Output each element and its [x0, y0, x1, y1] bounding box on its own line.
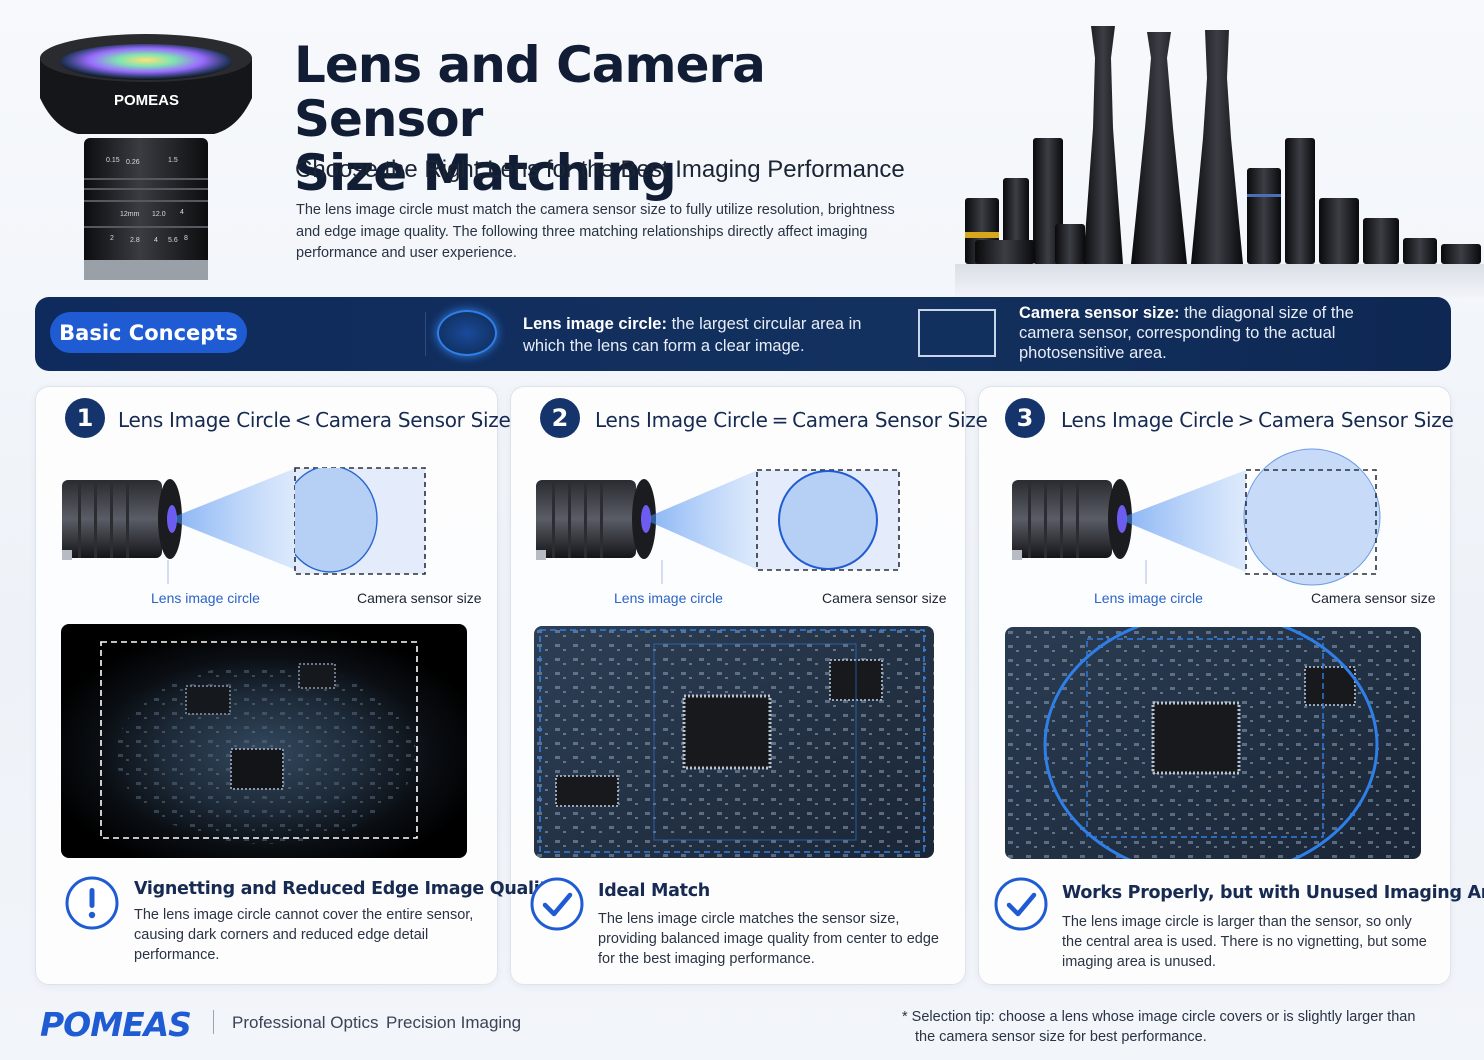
sensor-size-desc: the diagonal size of the camera sensor, …	[1019, 304, 1354, 362]
card-title-right: Camera Sensor Size	[792, 408, 988, 432]
image-circle-outline	[295, 468, 378, 573]
hero-lens-brand: POMEAS	[114, 92, 179, 109]
image-circle-icon	[437, 310, 497, 356]
card-number: 3	[1005, 398, 1045, 438]
vignetted-sample-image	[61, 624, 467, 858]
card-title-left: Lens Image Circle	[595, 408, 768, 432]
lens-circle-label: Lens image circle	[151, 590, 260, 606]
lens-scale-mark: 0.26	[126, 159, 140, 166]
sensor-size-label: Camera sensor size	[1311, 590, 1436, 606]
page-title-line2: Size Matching	[294, 144, 677, 202]
projection-diagram	[62, 467, 426, 584]
sensor-frame	[100, 641, 418, 839]
comparison-operator: <	[294, 408, 312, 432]
lens-scale-mark: 4	[180, 209, 184, 216]
check-icon	[994, 877, 1048, 931]
card-title: Lens Image Circle<Camera Sensor Size	[118, 408, 511, 432]
pomeas-logo: POMEAS	[40, 1005, 192, 1042]
footer-tagline-1: Professional Optics	[232, 1013, 379, 1032]
exclamation-icon	[65, 876, 119, 930]
lens-circle-desc: the largest circular area in which the l…	[523, 315, 862, 355]
card-title-right: Camera Sensor Size	[315, 408, 511, 432]
result-title: Ideal Match	[598, 881, 710, 901]
hero-lens-image: POMEAS 0.15 0.26 1.5 12mm 12.0 4 2 2.8 4…	[40, 34, 252, 280]
result-title: Works Properly, but with Unused Imaging …	[1062, 883, 1484, 903]
card-title-right: Camera Sensor Size	[1258, 408, 1454, 432]
sensor-size-label: Camera sensor size	[357, 590, 482, 606]
card-title: Lens Image Circle>Camera Sensor Size	[1061, 408, 1454, 432]
projection-diagram	[536, 469, 900, 584]
ideal-match-sample-image	[534, 626, 934, 858]
comparison-operator: =	[771, 408, 789, 432]
sensor-size-definition: Camera sensor size: the diagonal size of…	[1019, 303, 1359, 363]
lens-circle-label: Lens image circle	[614, 590, 723, 606]
projection-diagram	[1012, 448, 1381, 586]
sensor-outline	[1245, 469, 1377, 575]
page-title: Lens and Camera Sensor Size Matching	[294, 38, 934, 200]
lens-scale-mark: 2	[110, 235, 114, 242]
page-subtitle: Choose the Right Lens for the Best Imagi…	[295, 156, 905, 183]
page-title-line1: Lens and Camera Sensor	[294, 36, 766, 148]
lens-circle-term: Lens image circle:	[523, 315, 667, 333]
image-circle-outline	[778, 470, 878, 570]
card-title: Lens Image Circle=Camera Sensor Size	[595, 408, 988, 432]
lens-scale-mark: 8	[184, 235, 188, 242]
lens-scale-mark: 1.5	[168, 157, 178, 164]
lens-circle-label: Lens image circle	[1094, 590, 1203, 606]
footer-divider	[213, 1010, 214, 1034]
sensor-frame	[1086, 638, 1324, 838]
lens-scale-mark: 0.15	[106, 157, 120, 164]
selection-tip: * Selection tip: choose a lens whose ima…	[902, 1009, 1416, 1045]
sensor-rectangle-icon	[918, 309, 996, 357]
card-title-left: Lens Image Circle	[118, 408, 291, 432]
lens-scale-mark: 4	[154, 237, 158, 244]
intro-paragraph: The lens image circle must match the cam…	[296, 202, 895, 261]
lens-scale-mark: 2.8	[130, 237, 140, 244]
comparison-operator: >	[1237, 408, 1255, 432]
card-number: 2	[540, 398, 580, 438]
lens-scale-mark: 12.0	[152, 211, 166, 218]
result-description: The lens image circle matches the sensor…	[598, 911, 939, 967]
card-title-left: Lens Image Circle	[1061, 408, 1234, 432]
check-icon	[530, 877, 584, 931]
brand-wordmark: POMEAS	[40, 1005, 191, 1042]
result-description: The lens image circle is larger than the…	[1062, 914, 1427, 970]
sensor-frame	[539, 629, 925, 853]
result-title: Vignetting and Reduced Edge Image Qualit…	[134, 879, 559, 899]
lens-scale-mark: 12mm	[120, 211, 140, 218]
lens-lineup-image	[955, 26, 1484, 300]
concepts-divider	[425, 312, 426, 356]
sensor-size-label: Camera sensor size	[822, 590, 947, 606]
basic-concepts-badge: Basic Concepts	[50, 312, 247, 353]
footer-tagline-2: Precision Imaging	[386, 1013, 522, 1032]
image-circle-outline	[1043, 627, 1379, 859]
lens-circle-definition: Lens image circle: the largest circular …	[523, 313, 883, 357]
card-number: 1	[65, 398, 105, 438]
oversized-circle-sample-image	[1005, 627, 1421, 859]
lens-scale-mark: 5.6	[168, 237, 178, 244]
result-description: The lens image circle cannot cover the e…	[134, 907, 474, 963]
image-circle-outline	[1243, 448, 1381, 586]
concepts-bar	[35, 297, 1451, 371]
sensor-size-term: Camera sensor size:	[1019, 304, 1180, 322]
